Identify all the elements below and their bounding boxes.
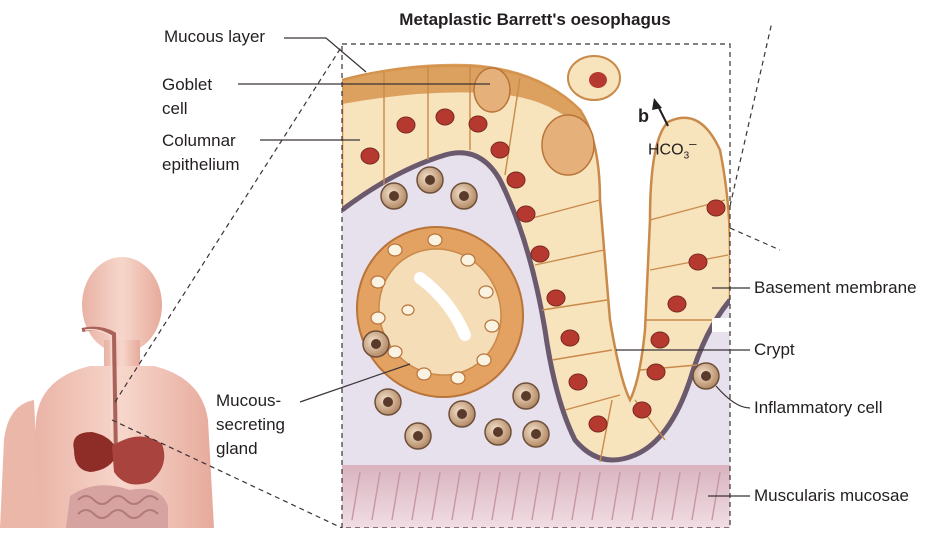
tissue-panel <box>326 44 730 528</box>
label-gland-line3: gland <box>216 438 258 460</box>
panel-tag: b <box>638 106 649 127</box>
label-basement-membrane: Basement membrane <box>754 277 917 299</box>
label-columnar-line1: Columnar <box>162 130 236 152</box>
label-gland-line1: Mucous- <box>216 390 281 412</box>
shed-cell <box>568 56 620 100</box>
label-goblet-cell-line2: cell <box>162 98 188 120</box>
label-mucous-layer: Mucous layer <box>164 26 265 48</box>
label-crypt: Crypt <box>754 339 795 361</box>
diagram-title: Metaplastic Barrett's oesophagus <box>340 10 730 30</box>
label-goblet-cell-line1: Goblet <box>162 74 212 96</box>
label-columnar-line2: epithelium <box>162 154 240 176</box>
label-gland-line2: secreting <box>216 414 285 436</box>
label-inflammatory-cell: Inflammatory cell <box>754 397 882 419</box>
label-muscularis-mucosae: Muscularis mucosae <box>754 485 909 507</box>
bicarbonate-label: HCO3– <box>648 136 697 162</box>
